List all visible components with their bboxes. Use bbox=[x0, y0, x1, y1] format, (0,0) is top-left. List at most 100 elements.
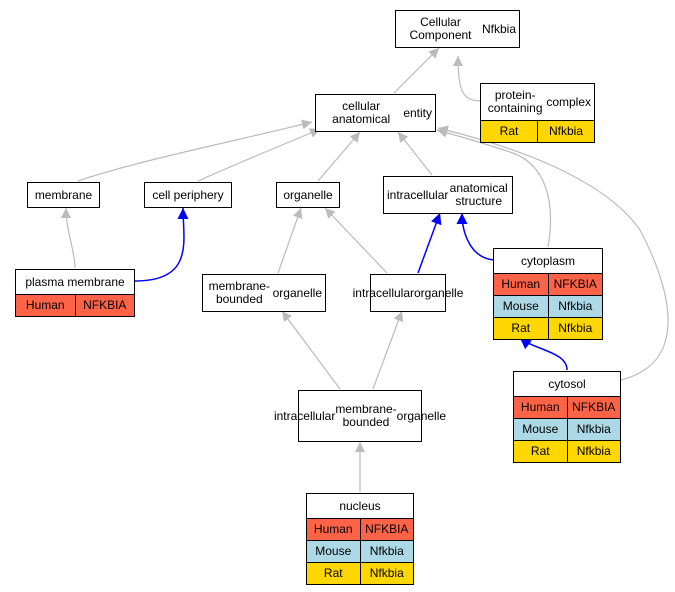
edge-membrane-to-cellular-anatomical-entity bbox=[77, 119, 313, 182]
edge-intracellular-anatomical-structure-to-cellular-anatomical-entity bbox=[397, 131, 433, 176]
node-title-line: Cellular Component bbox=[409, 15, 472, 42]
node-title: cellular anatomical entity bbox=[316, 95, 435, 131]
species-row: Human NFKBIA bbox=[494, 273, 602, 295]
species-row: Human NFKBIA bbox=[514, 396, 620, 418]
node-title-line: cytosol bbox=[548, 376, 586, 391]
node-title-line: cell periphery bbox=[152, 187, 224, 202]
edge-plasma-membrane-to-membrane bbox=[61, 207, 76, 269]
node-title-line: cellular anatomical bbox=[332, 99, 391, 126]
edge-cellular-anatomical-entity-to-cellular-component bbox=[393, 47, 440, 94]
edge-cytosol-to-cellular-anatomical-entity bbox=[437, 125, 669, 381]
edge-organelle-to-cellular-anatomical-entity bbox=[317, 131, 361, 182]
species-row: Mouse Nfkbia bbox=[307, 540, 413, 562]
node-title-line: membrane-bounded bbox=[335, 402, 397, 429]
node-cellular-component[interactable]: Cellular Component Nfkbia bbox=[395, 10, 520, 48]
edge-intracellular-organelle-to-organelle bbox=[324, 207, 388, 274]
edge-plasma-membrane-to-cell-periphery bbox=[134, 207, 189, 282]
gene-cell: NFKBIA bbox=[74, 295, 135, 316]
node-organelle[interactable]: organelle bbox=[276, 182, 340, 208]
edge-cytoplasm-to-cellular-anatomical-entity bbox=[436, 127, 551, 248]
species-row: Rat Nfkbia bbox=[481, 120, 594, 142]
node-title-line: intracellular bbox=[387, 187, 449, 202]
edge-protein-containing-complex-to-cellular-component bbox=[453, 55, 482, 102]
node-title-line: cytoplasm bbox=[520, 253, 576, 268]
node-title: cell periphery bbox=[145, 183, 231, 207]
species-row: Mouse Nfkbia bbox=[514, 418, 620, 440]
node-title: Cellular Component Nfkbia bbox=[396, 11, 519, 47]
species-row: Rat Nfkbia bbox=[494, 317, 602, 339]
species-row: Rat Nfkbia bbox=[307, 562, 413, 584]
species-cell: Mouse bbox=[522, 422, 559, 436]
gene-cell: Nfkbia bbox=[359, 541, 414, 562]
node-title-line: entity bbox=[403, 105, 432, 120]
node-title-line: Nfkbia bbox=[481, 21, 516, 36]
gene-cell: NFKBIA bbox=[566, 397, 621, 418]
node-title-line: complex bbox=[546, 94, 591, 109]
species-cell: Mouse bbox=[502, 299, 539, 313]
edge-membrane-bounded-organelle-to-organelle bbox=[277, 207, 303, 274]
node-title: organelle bbox=[277, 183, 339, 207]
species-row: Human NFKBIA bbox=[16, 294, 134, 316]
node-title: nucleus bbox=[307, 494, 413, 518]
species-cell: Rat bbox=[511, 321, 531, 335]
node-title-line: intracellular bbox=[352, 285, 414, 300]
edge-intracellular-membrane-bounded-organelle-to-intracellular-organelle bbox=[372, 310, 404, 390]
edge-cytoplasm-to-intracellular-anatomical-structure bbox=[456, 212, 495, 261]
edge-layer bbox=[61, 47, 669, 492]
species-cell: Human bbox=[520, 400, 560, 414]
species-cell: Rat bbox=[499, 124, 519, 138]
edge-intracellular-membrane-bounded-organelle-to-membrane-bounded-organelle bbox=[281, 310, 341, 390]
node-title: membrane bbox=[28, 183, 99, 207]
gene-cell: Nfkbia bbox=[566, 441, 621, 462]
gene-cell: Nfkbia bbox=[547, 296, 603, 317]
node-title-line: organelle bbox=[414, 285, 464, 300]
species-cell: Human bbox=[501, 277, 541, 291]
node-title-line: anatomical structure bbox=[449, 181, 508, 208]
node-title-line: organelle bbox=[396, 408, 447, 423]
node-title-line: membrane bbox=[34, 187, 93, 202]
node-title-line: organelle bbox=[272, 285, 322, 300]
edge-intracellular-organelle-to-intracellular-anatomical-structure bbox=[417, 212, 442, 274]
gene-cell: Nfkbia bbox=[547, 318, 603, 339]
species-row: Rat Nfkbia bbox=[514, 440, 620, 462]
gene-cell: NFKBIA bbox=[547, 274, 603, 295]
gene-cell: NFKBIA bbox=[359, 519, 414, 540]
species-cell: Human bbox=[25, 298, 65, 312]
node-title: cytosol bbox=[514, 372, 620, 396]
species-cell: Rat bbox=[530, 444, 550, 458]
node-cellular-anatomical-entity[interactable]: cellular anatomical entity bbox=[315, 94, 436, 132]
node-title: cytoplasm bbox=[494, 249, 602, 273]
gene-cell: Nfkbia bbox=[566, 419, 621, 440]
node-title-line: membrane-bounded bbox=[208, 279, 270, 306]
node-cell-periphery[interactable]: cell periphery bbox=[144, 182, 232, 208]
species-row: Mouse Nfkbia bbox=[494, 295, 602, 317]
edge-cell-periphery-to-cellular-anatomical-entity bbox=[197, 128, 321, 182]
gene-cell: Nfkbia bbox=[359, 563, 414, 584]
node-title: plasma membrane bbox=[16, 270, 134, 294]
node-membrane[interactable]: membrane bbox=[27, 182, 100, 208]
node-title-line: protein-containing bbox=[487, 88, 543, 115]
node-title-line: organelle bbox=[283, 187, 333, 202]
gene-cell: Nfkbia bbox=[537, 121, 594, 142]
edge-cytosol-to-cytoplasm bbox=[519, 337, 568, 371]
species-cell: Rat bbox=[323, 566, 343, 580]
node-title-line: nucleus bbox=[339, 498, 381, 513]
species-cell: Mouse bbox=[315, 544, 352, 558]
species-row: Human NFKBIA bbox=[307, 518, 413, 540]
node-title-line: plasma membrane bbox=[25, 274, 125, 289]
species-cell: Human bbox=[313, 522, 353, 536]
